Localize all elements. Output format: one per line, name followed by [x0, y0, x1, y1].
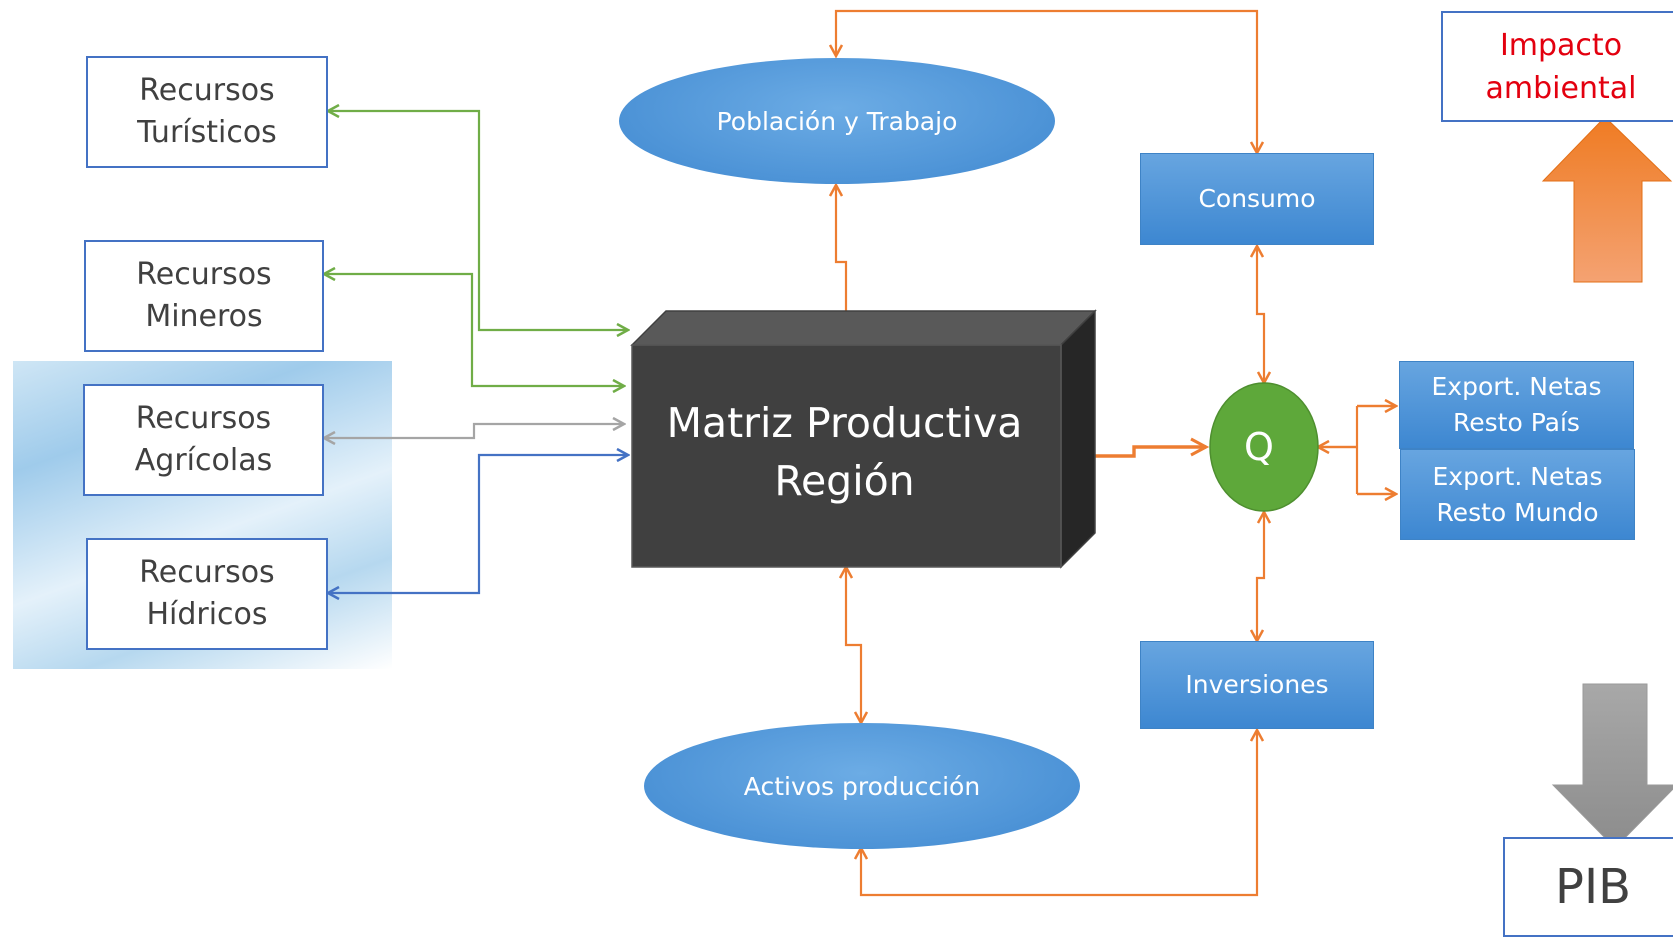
connector-matriz-activos	[846, 567, 861, 723]
connector-q-exports	[1318, 404, 1396, 496]
poblacion-trabajo-node: Población y Trabajo	[619, 58, 1055, 184]
export-resto-pais-box: Export. Netas Resto País	[1399, 361, 1634, 449]
activos-produccion-node: Activos producción	[644, 723, 1080, 849]
q-node	[1209, 382, 1319, 512]
matriz-box-front	[631, 344, 1062, 568]
recursos-mineros-box: Recursos Mineros	[84, 240, 324, 352]
connector-turisticos	[328, 111, 628, 330]
pib-box: PIB	[1503, 837, 1673, 937]
connector-hidricos	[328, 455, 628, 593]
consumo-box: Consumo	[1140, 153, 1374, 245]
connector-agricolas	[324, 424, 624, 438]
impacto-up-arrow	[1541, 116, 1673, 283]
matriz-box-top	[630, 310, 1097, 346]
q-label: Q	[1244, 425, 1274, 469]
pib-label: PIB	[1555, 859, 1632, 915]
matriz-productiva-label: Matriz Productiva Región	[666, 399, 1023, 505]
export-resto-mundo-box: Export. Netas Resto Mundo	[1400, 449, 1635, 540]
connector-bottom-loop	[861, 730, 1257, 897]
connector-mineros	[324, 274, 624, 386]
connector-consumo-q	[1257, 246, 1264, 383]
recursos-turisticos-box: Recursos Turísticos	[86, 56, 328, 168]
connector-poblacion-matriz	[836, 185, 846, 342]
connector-q-inversiones	[1257, 512, 1264, 641]
recursos-hidricos-box: Recursos Hídricos	[86, 538, 328, 650]
inversiones-box: Inversiones	[1140, 641, 1374, 729]
pib-down-arrow	[1551, 683, 1673, 849]
recursos-agricolas-box: Recursos Agrícolas	[83, 384, 324, 496]
connector-top-loop	[836, 9, 1257, 153]
impacto-ambiental-box: Impacto ambiental	[1441, 11, 1673, 122]
connector-matriz-q	[1095, 447, 1206, 458]
matriz-box-side	[1060, 309, 1096, 569]
